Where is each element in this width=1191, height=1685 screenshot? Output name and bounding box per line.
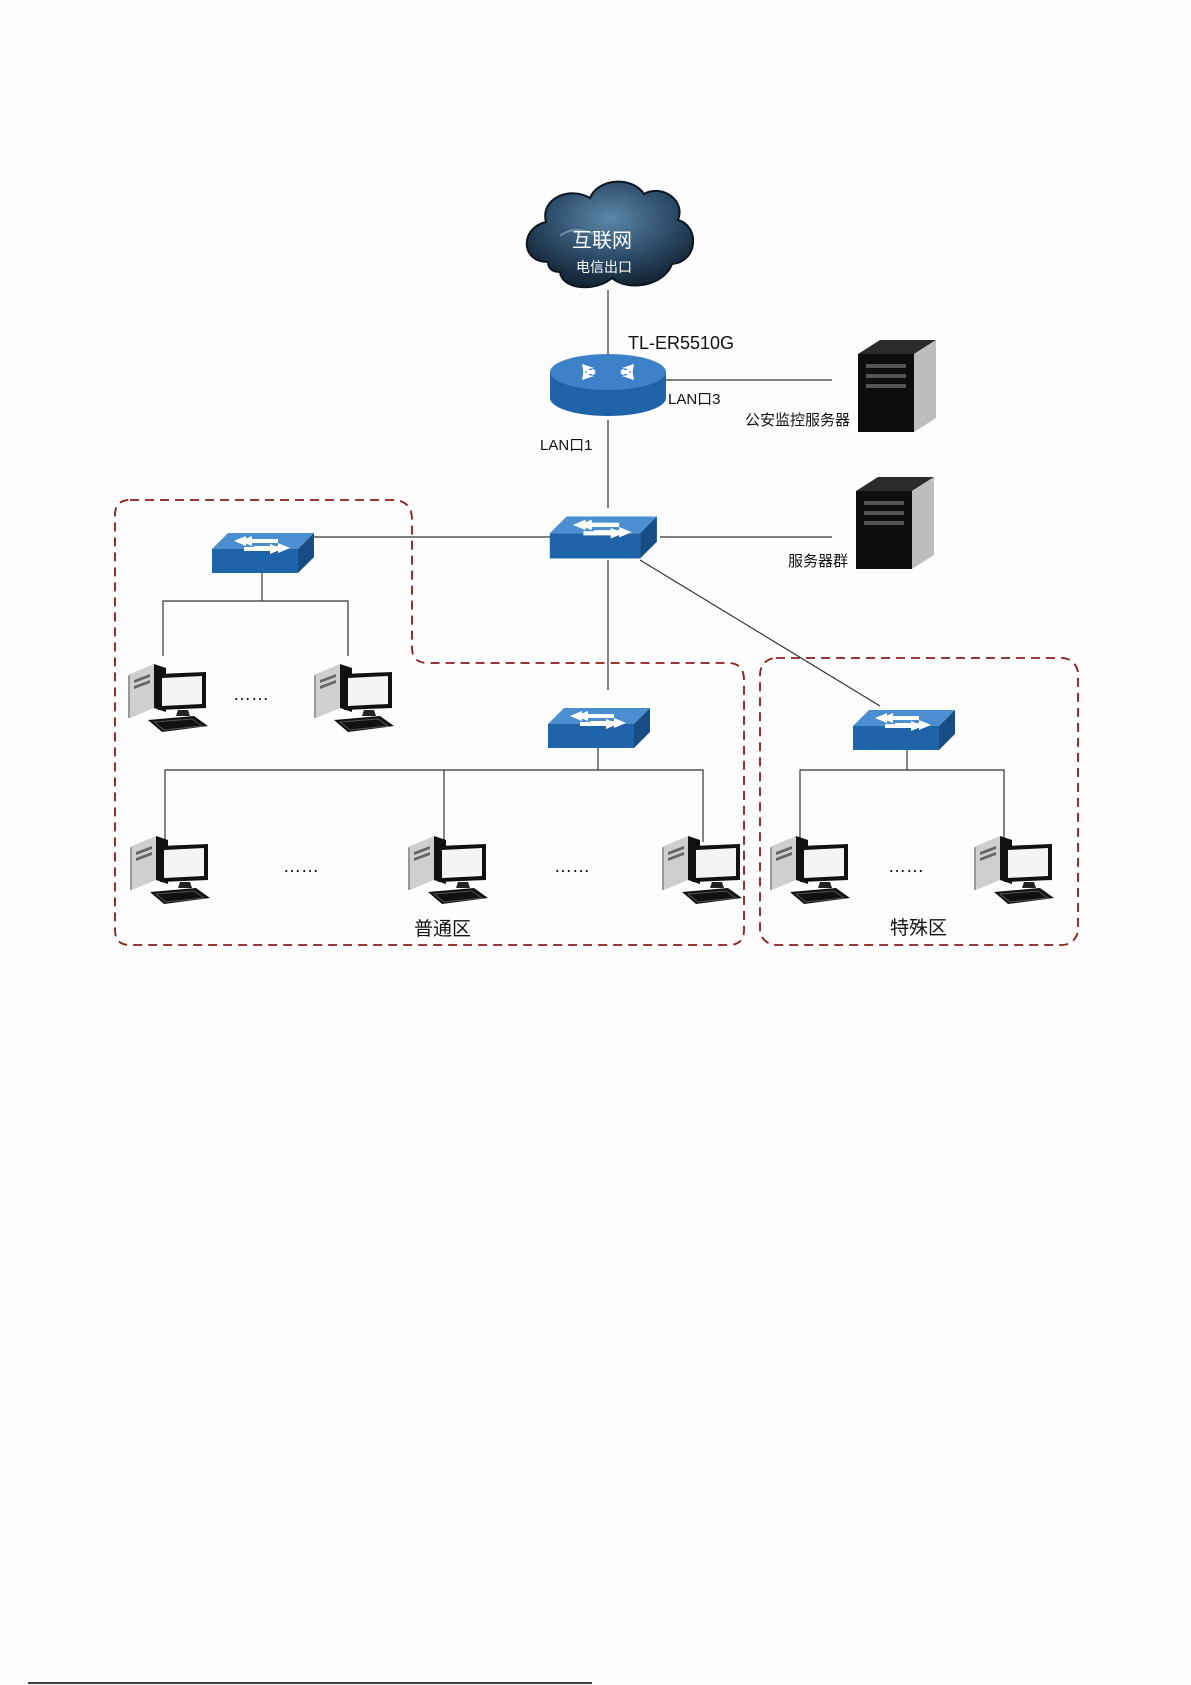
pc-icon <box>408 836 488 904</box>
server-cluster-label: 服务器群 <box>788 552 848 570</box>
left-group-ellipsis: …… <box>233 684 269 704</box>
internet-subtitle: 电信出口 <box>576 260 632 276</box>
monitor-server-icon <box>858 340 936 432</box>
pc-icon <box>130 836 210 904</box>
monitor-server-label: 公安监控服务器 <box>745 411 850 429</box>
pc-icon <box>128 664 208 732</box>
internet-title: 互联网 <box>572 228 632 252</box>
middle-zone-switch-icon <box>548 708 650 748</box>
special-row-ellipsis: …… <box>888 856 924 876</box>
left-zone-switch-icon <box>212 533 314 573</box>
normal-row-ellipsis-1: …… <box>283 856 319 876</box>
router-model-label: TL-ER5510G <box>628 333 734 353</box>
cable-middle-branch <box>165 770 703 842</box>
special-zone-label: 特殊区 <box>890 917 947 939</box>
core-switch-icon <box>550 517 657 559</box>
normal-zone-label: 普通区 <box>414 918 471 940</box>
server-cluster-icon <box>856 477 934 569</box>
router-port-lan1-label: LAN口1 <box>540 437 593 454</box>
pc-icon <box>974 836 1054 904</box>
pc-icon <box>314 664 394 732</box>
pc-icon <box>662 836 742 904</box>
pc-icon <box>770 836 850 904</box>
router-port-lan3-label: LAN口3 <box>668 391 721 408</box>
cable-left-branch <box>163 601 348 656</box>
router-icon <box>550 354 666 416</box>
normal-row-ellipsis-2: …… <box>554 856 590 876</box>
special-zone-switch-icon <box>853 710 955 750</box>
cable-right-branch <box>800 770 1004 842</box>
